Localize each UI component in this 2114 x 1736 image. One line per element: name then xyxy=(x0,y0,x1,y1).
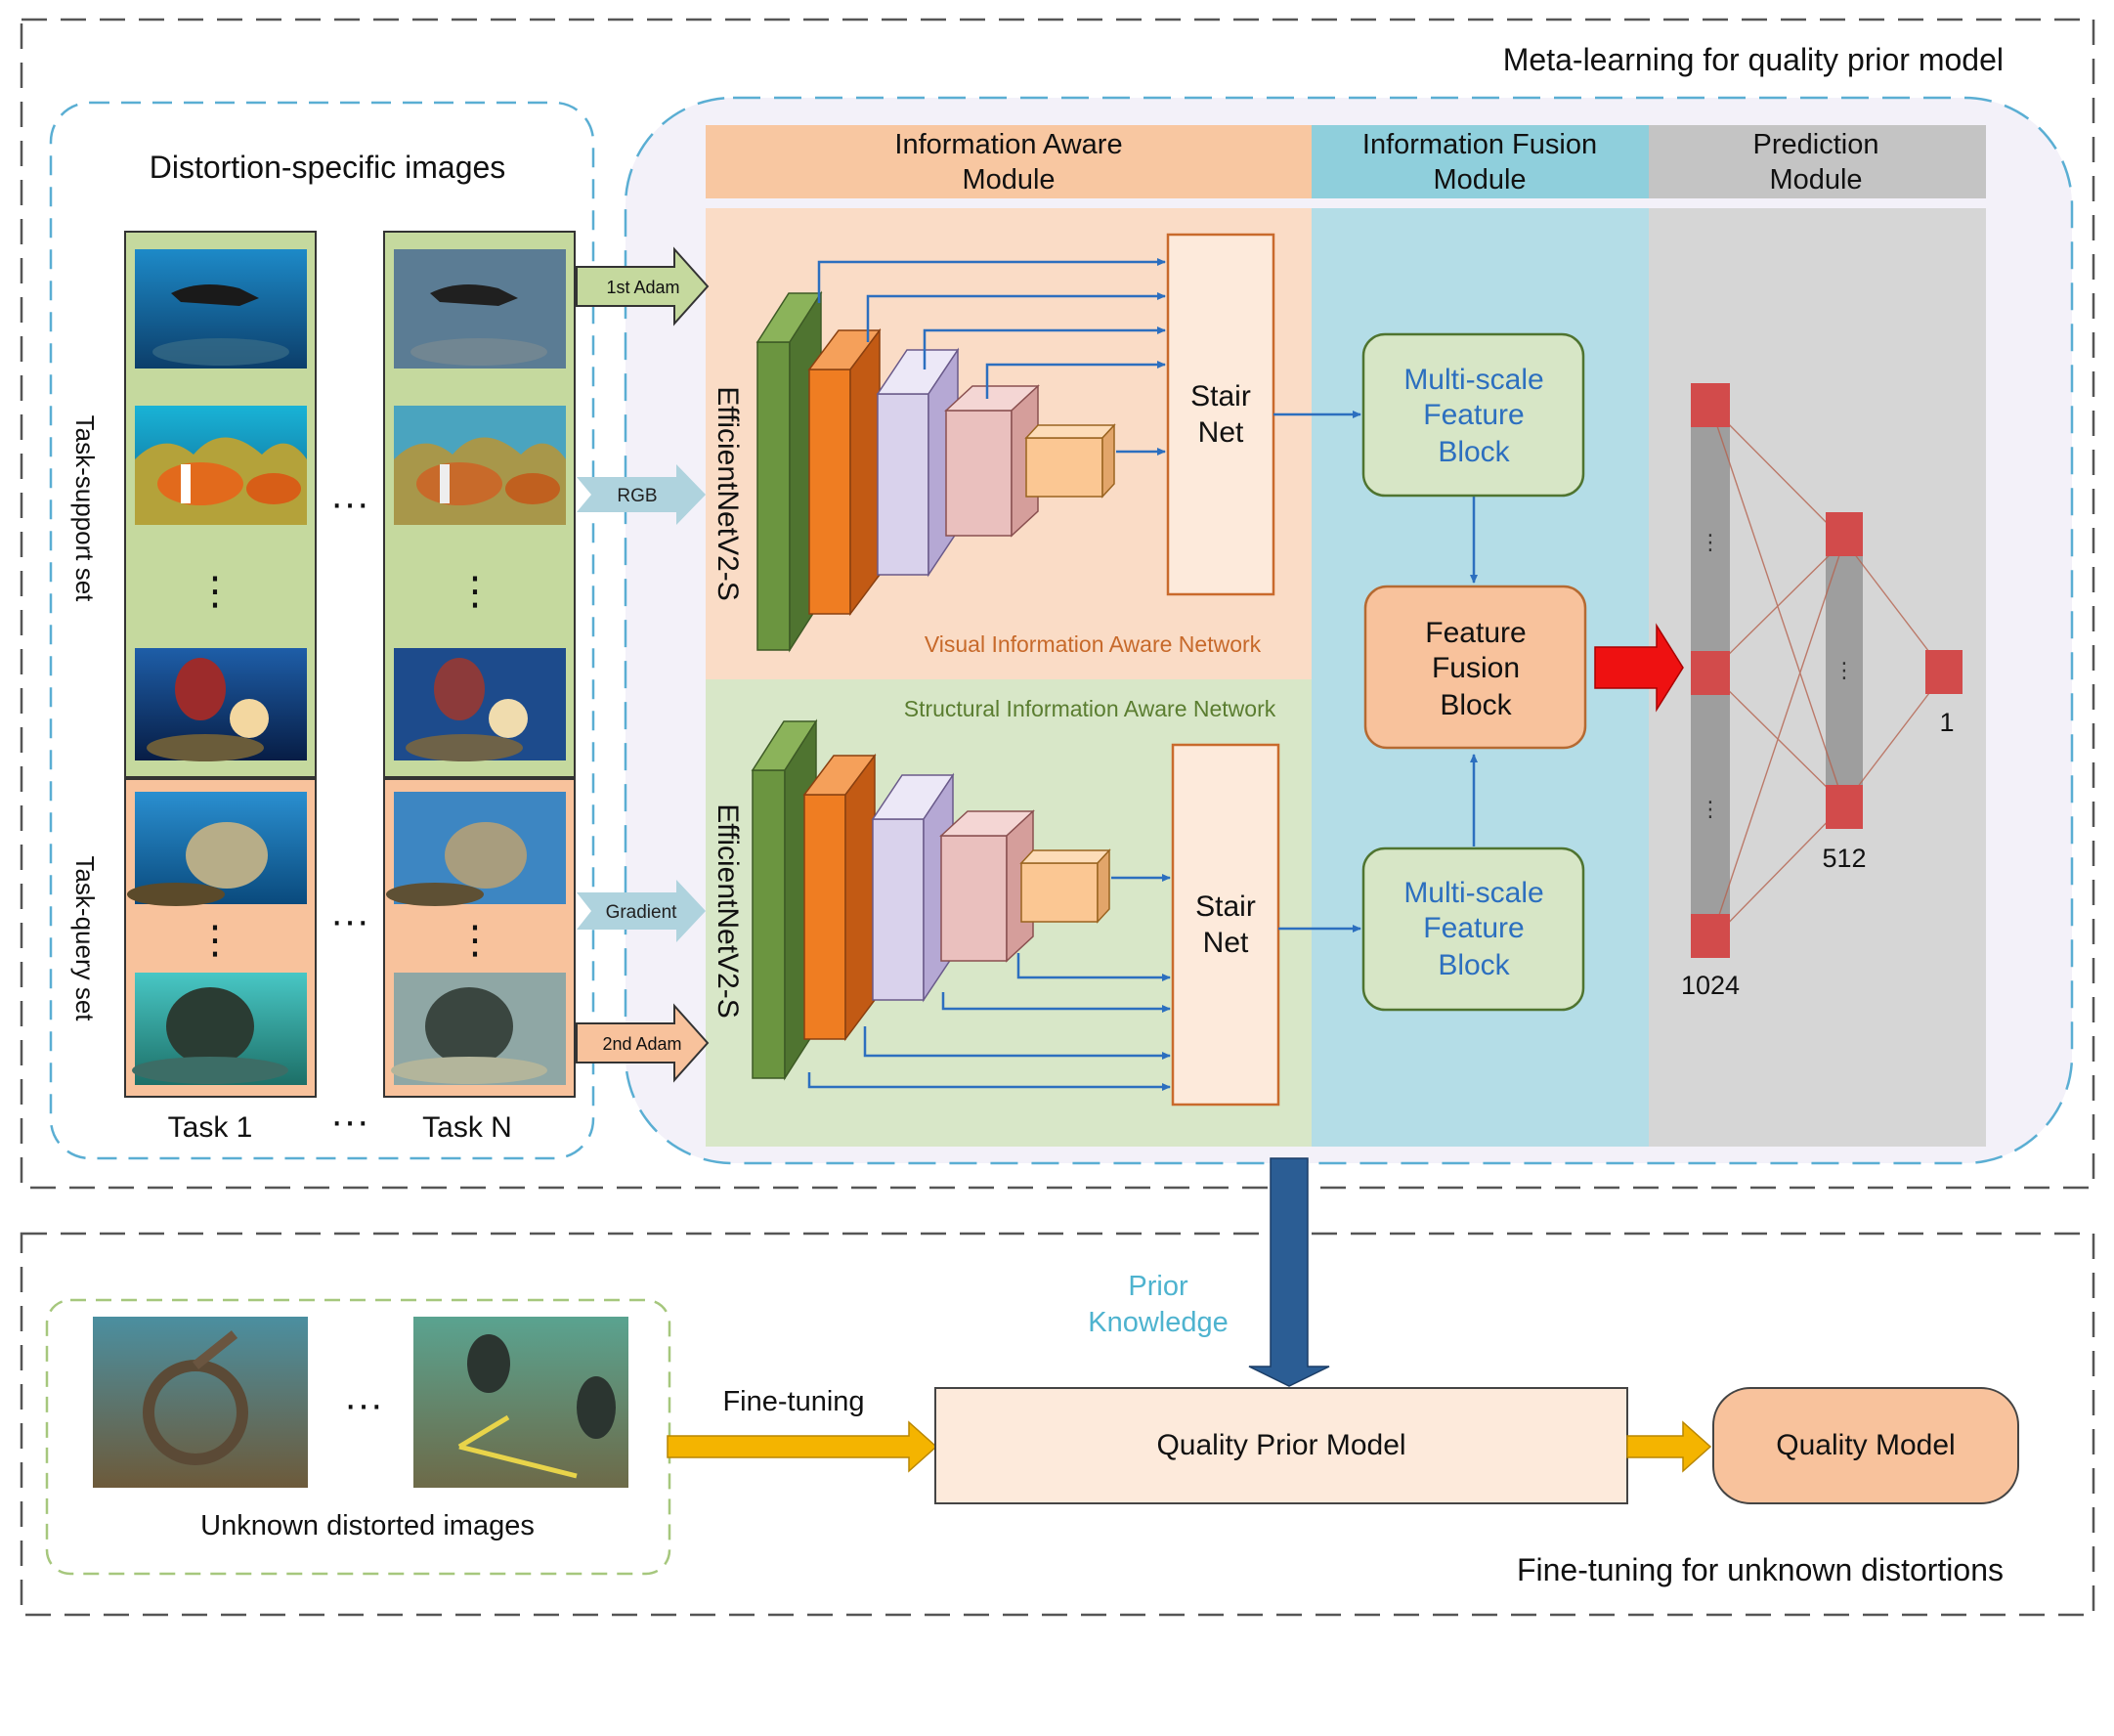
prediction-network xyxy=(1691,383,1963,958)
task1-image-diver-turtle xyxy=(135,648,307,761)
visual-stair-net-line1: Stair xyxy=(1190,380,1251,412)
layer-512-label: 512 xyxy=(1822,844,1866,873)
task1-support-dots: ⋮ xyxy=(195,570,235,613)
feature-fusion-line3: Block xyxy=(1440,689,1512,721)
info-aware-header-line2: Module xyxy=(962,164,1055,195)
visual-skip-arrows xyxy=(817,258,1166,456)
adam2-label: 2nd Adam xyxy=(602,1034,681,1054)
prediction-header-line2: Module xyxy=(1769,164,1862,195)
quality-model-label: Quality Model xyxy=(1776,1429,1955,1461)
fusion-connectors xyxy=(1273,411,1478,933)
task1-query-dots: ⋮ xyxy=(195,919,235,962)
multiscale-bottom-line2: Feature xyxy=(1423,912,1524,944)
quality-prior-model-label: Quality Prior Model xyxy=(1156,1429,1405,1461)
gradient-arrow: Gradient xyxy=(577,880,706,942)
info-fusion-header xyxy=(1312,125,1649,198)
visual-stair-net-line2: Net xyxy=(1198,416,1244,449)
structural-skip-arrows xyxy=(807,874,1171,1091)
task-last-label: Task N xyxy=(422,1111,512,1144)
taskn-support-dots: ⋮ xyxy=(455,570,495,613)
output-label: 1 xyxy=(1939,708,1954,737)
support-set-label: Task-support set xyxy=(70,415,100,603)
multiscale-block-top xyxy=(1361,332,1585,498)
info-aware-header-line1: Information Aware xyxy=(894,129,1122,160)
prior-knowledge-line1: Prior xyxy=(1128,1271,1188,1302)
finetune-arrow-label: Fine-tuning xyxy=(722,1386,864,1417)
meta-learning-title: Meta-learning for quality prior model xyxy=(1503,42,2004,77)
prediction-header-line1: Prediction xyxy=(1753,129,1879,160)
structural-stair-net-line2: Net xyxy=(1203,927,1249,959)
finetune-title: Fine-tuning for unknown distortions xyxy=(1517,1552,2004,1587)
taskn-image-clownfish xyxy=(394,406,566,525)
visual-backbone-stack xyxy=(755,290,1116,653)
unknown-images-ellipsis: ··· xyxy=(344,1383,383,1426)
feature-fusion-line1: Feature xyxy=(1425,617,1526,649)
visual-backbone-label: EfficientNetV2-S xyxy=(712,386,744,601)
meta-learning-frame xyxy=(20,18,2095,1190)
info-aware-header xyxy=(706,125,1312,198)
multiscale-top-line1: Multi-scale xyxy=(1403,364,1543,396)
prediction-dots-3: ⋮ xyxy=(1834,658,1855,682)
quality-prior-model-box xyxy=(934,1387,1628,1504)
multiscale-top-line3: Block xyxy=(1438,436,1510,468)
info-fusion-header-line2: Module xyxy=(1433,164,1526,195)
unknown-image-wheel xyxy=(93,1317,308,1488)
task1-image-wreck xyxy=(132,973,307,1085)
to-quality-model-arrow xyxy=(1626,1420,1712,1473)
visual-stair-net xyxy=(1166,233,1275,596)
structural-backbone-label: EfficientNetV2-S xyxy=(712,803,744,1019)
taskn-image-wreck xyxy=(391,973,566,1085)
structural-network-label: Structural Information Aware Network xyxy=(904,696,1276,721)
finetune-arrow xyxy=(667,1420,938,1473)
fusion-to-prediction-arrow xyxy=(1594,623,1684,713)
structural-stair-net xyxy=(1171,743,1280,1107)
finetune-frame xyxy=(20,1232,2095,1617)
query-set-label: Task-query set xyxy=(70,855,100,1021)
multiscale-block-bottom xyxy=(1361,846,1585,1012)
structural-backbone-stack xyxy=(751,718,1111,1081)
feature-fusion-block xyxy=(1363,585,1587,750)
adam2-arrow: 2nd Adam xyxy=(576,1003,710,1083)
task1-image-diver xyxy=(135,249,307,369)
structural-stair-net-line1: Stair xyxy=(1195,890,1256,923)
task1-image-turtle xyxy=(127,792,307,906)
quality-model-box xyxy=(1712,1387,2019,1504)
task-ellipsis: ··· xyxy=(330,1100,369,1143)
unknown-images-label: Unknown distorted images xyxy=(200,1510,535,1541)
taskn-image-turtle xyxy=(386,792,566,906)
prediction-header xyxy=(1649,125,1986,198)
task-first-label: Task 1 xyxy=(168,1111,253,1144)
support-ellipsis: ··· xyxy=(330,482,369,525)
layer-1024-label: 1024 xyxy=(1681,971,1740,1000)
prior-knowledge-arrow xyxy=(1248,1157,1330,1387)
taskn-image-diver-turtle xyxy=(394,648,566,761)
multiscale-bottom-line1: Multi-scale xyxy=(1403,877,1543,909)
visual-network-label: Visual Information Aware Network xyxy=(925,631,1262,657)
prediction-dots-1: ⋮ xyxy=(1700,530,1721,554)
taskn-image-diver xyxy=(394,249,566,369)
rgb-arrow: RGB xyxy=(577,464,706,525)
multiscale-bottom-line3: Block xyxy=(1438,949,1510,981)
info-fusion-header-line1: Information Fusion xyxy=(1362,129,1597,160)
gradient-label: Gradient xyxy=(606,902,678,923)
multiscale-top-line2: Feature xyxy=(1423,399,1524,431)
query-ellipsis: ··· xyxy=(330,899,369,942)
feature-fusion-line2: Fusion xyxy=(1432,652,1520,684)
images-panel xyxy=(49,101,595,1160)
task1-image-clownfish xyxy=(135,406,307,525)
taskn-query-dots: ⋮ xyxy=(455,919,495,962)
adam1-label: 1st Adam xyxy=(606,278,679,297)
unknown-image-divers xyxy=(413,1317,628,1488)
adam1-arrow: 1st Adam xyxy=(576,246,710,326)
rgb-label: RGB xyxy=(617,486,657,506)
prior-knowledge-line2: Knowledge xyxy=(1088,1307,1229,1338)
images-panel-title: Distortion-specific images xyxy=(150,150,506,185)
prediction-dots-2: ⋮ xyxy=(1700,797,1721,821)
